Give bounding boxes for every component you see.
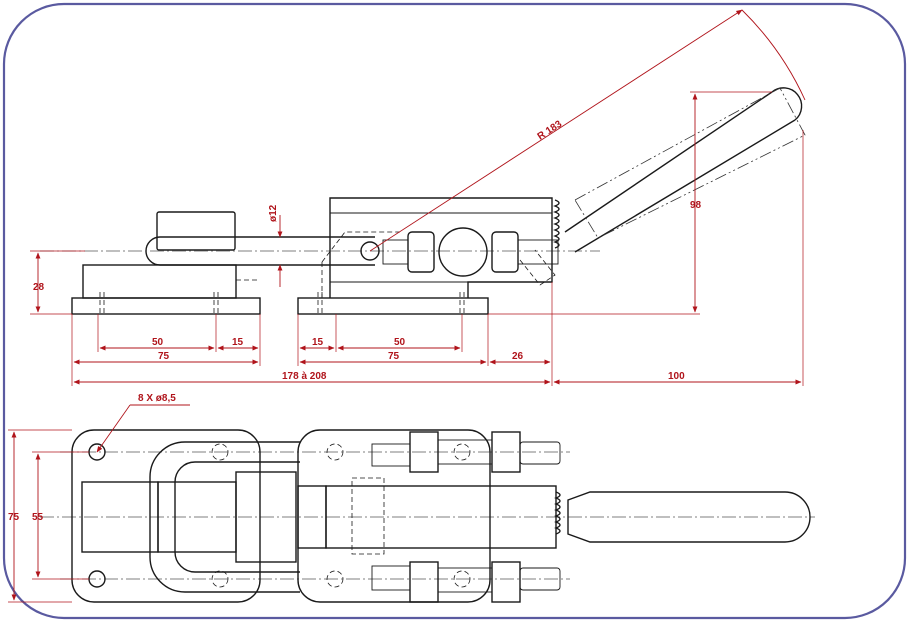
left-edge-offset-label: 15 [232,337,244,348]
left-base-length-label: 75 [158,351,170,362]
left-jaw-block [82,264,237,299]
hex-nut-bottom [491,561,521,603]
body-block [325,485,557,549]
pivot-pin [360,241,380,261]
base-height-label: 28 [33,282,45,293]
left-mounting-plate [71,429,261,603]
spring-coil [553,199,560,249]
right-base-plate [297,297,489,315]
right-base-length-label: 75 [388,351,400,362]
front-view [40,87,806,315]
handle [564,87,806,253]
gap-label: 26 [512,351,524,362]
plate-width-label: 75 [8,512,20,523]
top-view-dimensions: 8 X ø8,5 75 55 [8,393,190,603]
holes-label: 8 X ø8,5 [138,393,176,404]
hex-nut-bottom [409,561,439,603]
pin-diameter-label: ø12 [268,204,279,222]
u-clamp [149,441,300,593]
hole-spacing-vertical-label: 55 [32,512,44,523]
left-hole-spacing-label: 50 [152,337,164,348]
radius-label: R 183 [536,119,565,143]
handle-height-label: 98 [690,200,702,211]
top-view [40,429,815,603]
right-edge-offset-label: 15 [312,337,324,348]
hex-nut-right [491,231,519,273]
front-view-dimensions: R 183 ø12 28 98 50 15 75 15 50 [30,9,806,386]
right-hole-spacing-label: 50 [394,337,406,348]
right-mounting-plate [297,429,491,603]
handle-length-label: 100 [668,371,685,382]
overall-length-label: 178 à 208 [282,371,327,382]
clamp-pad [156,211,236,251]
handle-grip [567,491,811,543]
hex-nut-left [407,231,435,273]
round-knob [438,227,488,277]
